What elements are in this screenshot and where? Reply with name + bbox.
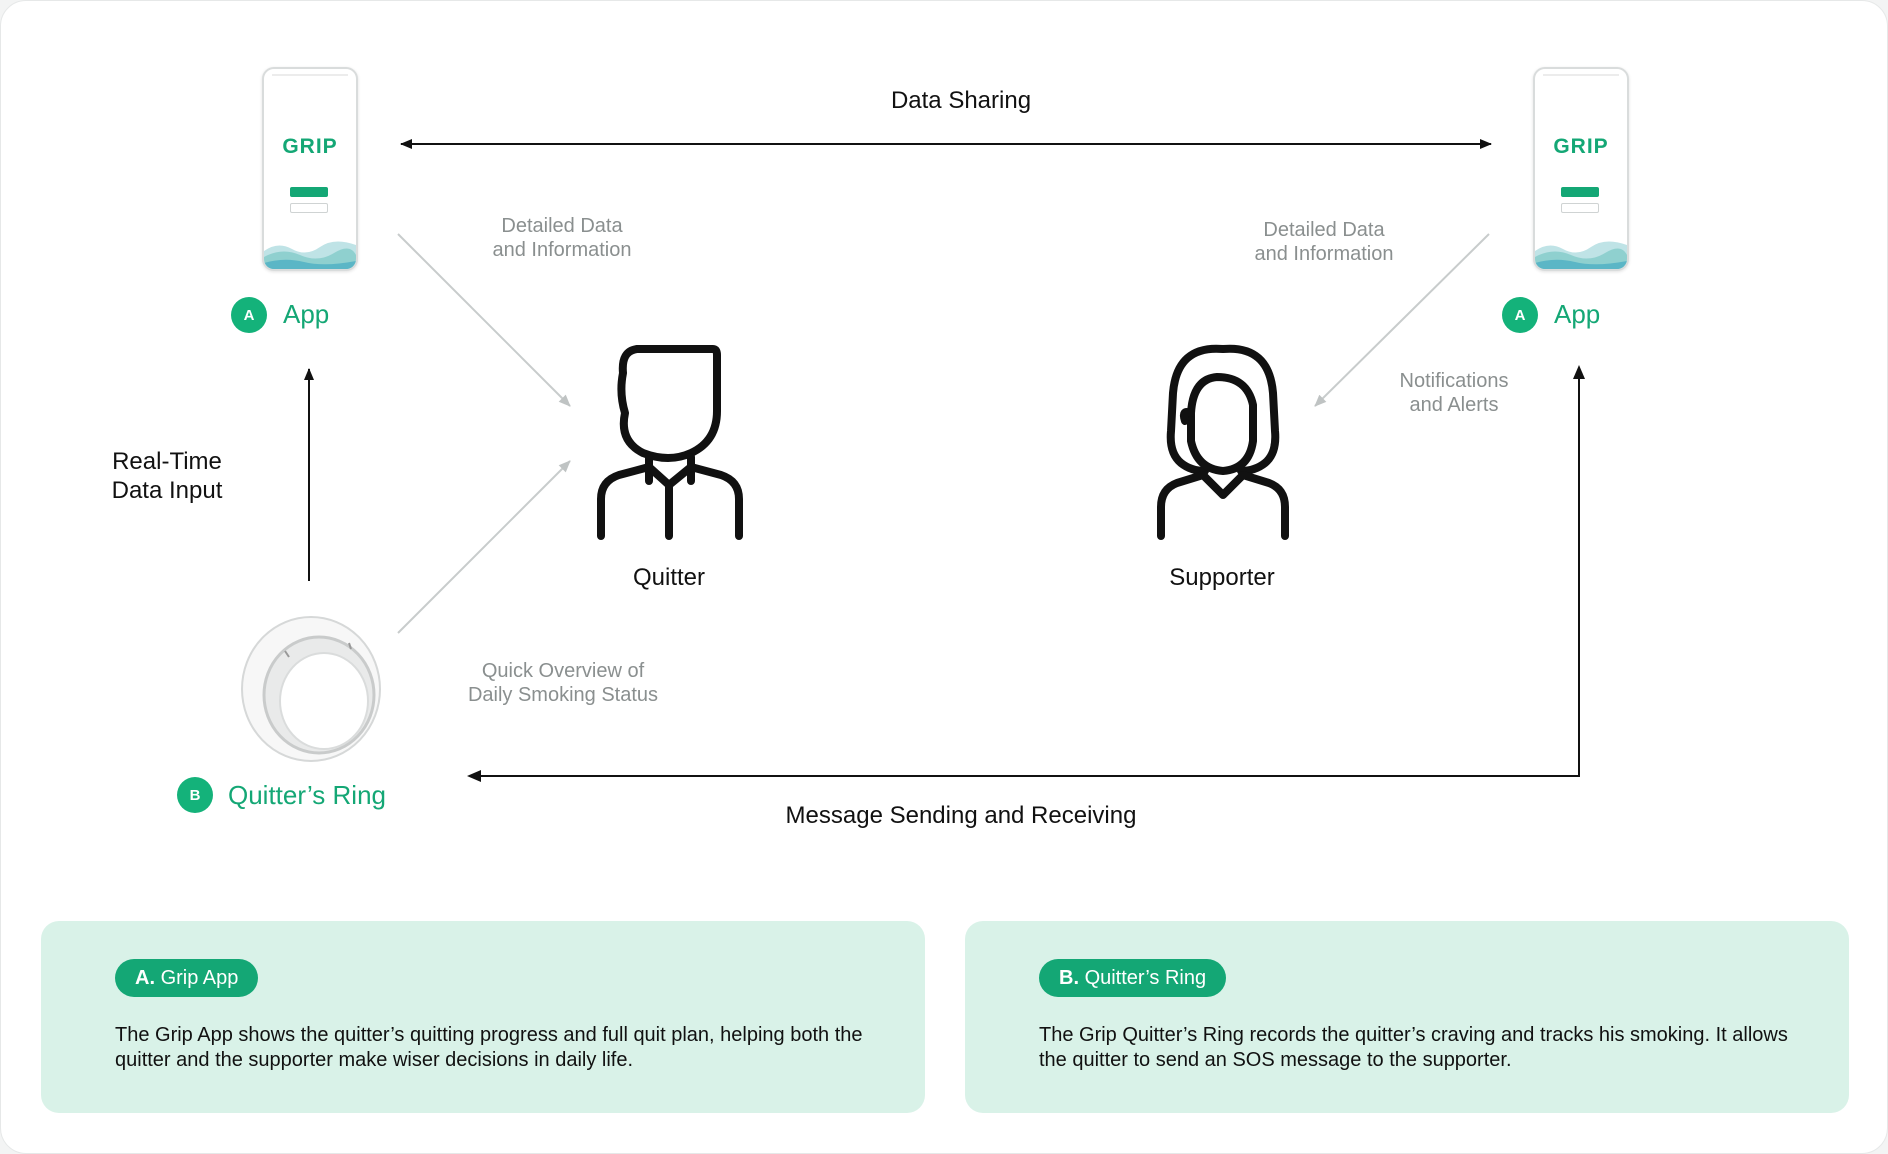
- supporter-icon: [1157, 344, 1289, 540]
- grip-app-card: A. Grip App The Grip App shows the quitt…: [41, 921, 925, 1113]
- quitters-ring-card: B. Quitter’s Ring The Grip Quitter’s Rin…: [965, 921, 1849, 1113]
- ring-label: Quitter’s Ring: [228, 780, 386, 810]
- login-button-mock: [290, 203, 328, 213]
- quitters-ring-pill: B. Quitter’s Ring: [1039, 959, 1227, 997]
- detailed-data-left-label: Detailed Data and Information: [492, 215, 632, 261]
- message-arrow: [471, 369, 1580, 777]
- ring-badge: B: [177, 777, 213, 813]
- quitter-icon: [597, 345, 743, 540]
- app-right-badge: A: [1502, 297, 1538, 333]
- login-button-mock: [1561, 203, 1599, 213]
- phone-left-image: GRIP: [262, 67, 358, 271]
- phone-right-image: GRIP: [1533, 67, 1629, 271]
- ring-to-quitter-arrow: [397, 460, 571, 634]
- app-right-label: App: [1554, 299, 1601, 329]
- detailed-data-right-label: Detailed Data and Information: [1254, 219, 1394, 265]
- grip-app-pill: A. Grip App: [115, 959, 259, 997]
- signup-button-mock: [1561, 187, 1599, 197]
- grip-logo: GRIP: [282, 135, 338, 158]
- quick-overview-label: Quick Overview of Daily Smoking Status: [467, 660, 659, 706]
- app-left-badge: A: [231, 297, 267, 333]
- realtime-input-label: Real-Time Data Input: [111, 448, 223, 504]
- app-left-label: App: [283, 299, 330, 329]
- message-label: Message Sending and Receiving: [785, 802, 1137, 829]
- app-to-quitter-arrow: [397, 233, 571, 407]
- quitter-label: Quitter: [632, 564, 706, 591]
- grip-logo: GRIP: [1553, 135, 1609, 158]
- data-sharing-label: Data Sharing: [890, 87, 1032, 114]
- notifications-label: Notifications and Alerts: [1399, 370, 1509, 416]
- quitters-ring-image: [241, 616, 381, 762]
- quitters-ring-description: The Grip Quitter’s Ring records the quit…: [1039, 1024, 1788, 1071]
- app-to-supporter-arrow: [1314, 233, 1490, 407]
- grip-app-description: The Grip App shows the quitter’s quittin…: [115, 1024, 863, 1071]
- signup-button-mock: [290, 187, 328, 197]
- supporter-label: Supporter: [1169, 564, 1275, 591]
